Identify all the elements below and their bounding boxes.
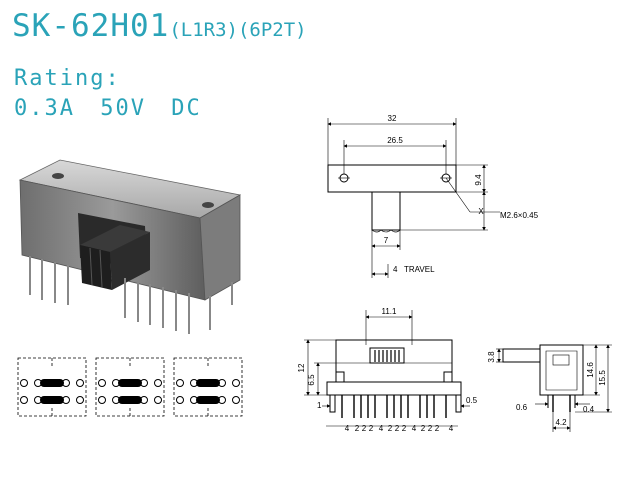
pole-group-1 [17,357,87,417]
side-view-drawing: 3.8 14.6 15.5 0.6 0.4 4.2 [487,344,612,432]
svg-text:4: 4 [449,424,454,433]
dim-pin-offset: 1 [317,401,322,410]
actuator-top [80,225,150,252]
front-view-drawing: 11.1 12 6.5 [297,307,478,433]
svg-text:2: 2 [402,424,407,433]
svg-text:2: 2 [388,424,393,433]
top-view-actuator [371,192,401,231]
dim-hole-spacing: 26.5 [387,136,403,145]
side-view-actuator [502,348,541,363]
dim-overall-length: 32 [388,114,397,123]
mount-hole-right [202,202,214,208]
travel-label: TRAVEL [404,265,435,274]
pole-group-2 [95,357,165,417]
dim-body-height: 9.4 [474,174,483,186]
svg-text:2: 2 [369,424,374,433]
dim-side-total: 15.5 [598,370,607,386]
svg-text:2: 2 [355,424,360,433]
product-title: SK-62H01(L1R3)(6P2T) [12,8,307,44]
dim-front-body-height: 6.5 [307,374,316,386]
svg-text:2: 2 [421,424,426,433]
svg-text:4: 4 [345,424,350,433]
pitch-labels: 4 2 2 2 4 2 2 2 4 2 2 2 4 [345,424,454,433]
switch-pins [29,256,233,334]
rating-value: 0.3A 50V DC [14,96,202,121]
mount-hole-left [52,173,64,179]
dim-pin-thickness: 0.5 [466,396,478,405]
svg-text:4: 4 [412,424,417,433]
svg-text:4: 4 [379,424,384,433]
rating-label: Rating: [14,66,121,91]
top-view-body [327,164,457,193]
top-view-drawing: 32 26.5 9.4 X M2.6×0.45 7 4 TRAVEL [327,114,539,278]
dim-x: X [478,207,484,216]
model-name: SK-62H01 [12,8,170,44]
switch-body-end [199,194,241,301]
rating-block: Rating: 0.3A 50V DC [14,64,202,124]
hole-thread-spec: M2.6×0.45 [500,211,539,220]
switch-photo [18,159,242,334]
front-view-body [335,339,453,383]
svg-text:2: 2 [362,424,367,433]
actuator-side [110,232,150,290]
side-view-body [539,344,584,396]
dim-actuator-front-width: 11.1 [382,307,398,316]
front-view-pins [341,395,447,418]
dim-side-actuator: 3.8 [487,351,496,363]
svg-text:2: 2 [428,424,433,433]
dim-side-pin-spacing: 4.2 [555,418,567,427]
contact-schematic [17,357,243,417]
svg-text:2: 2 [435,424,440,433]
dim-side-body: 14.6 [586,362,595,378]
pole-group-3 [173,357,243,417]
config-label: (L1R3)(6P2T) [169,19,307,41]
dim-front-total-height: 12 [297,363,306,372]
actuator-front [80,245,112,290]
dim-travel: 4 [393,265,398,274]
dim-side-pin-left: 0.6 [516,403,528,412]
dim-side-pin-right: 0.4 [583,405,595,414]
svg-text:2: 2 [395,424,400,433]
dim-actuator-width: 7 [384,236,389,245]
